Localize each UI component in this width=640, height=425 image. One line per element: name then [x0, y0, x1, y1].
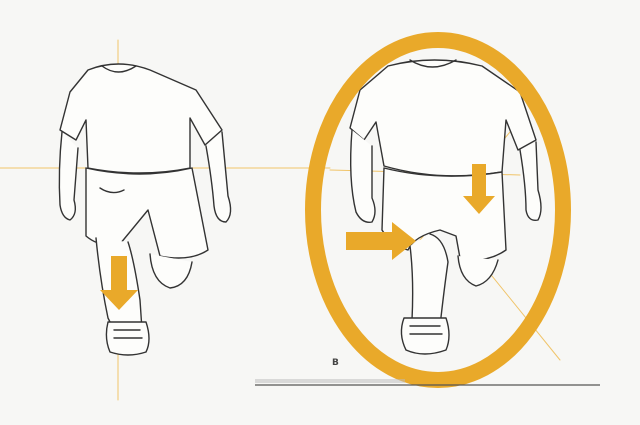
right-shoe: [401, 318, 449, 354]
panel-b-label: B: [332, 358, 339, 368]
caption-smudge: [255, 379, 405, 383]
left-arm-right: [59, 132, 78, 220]
